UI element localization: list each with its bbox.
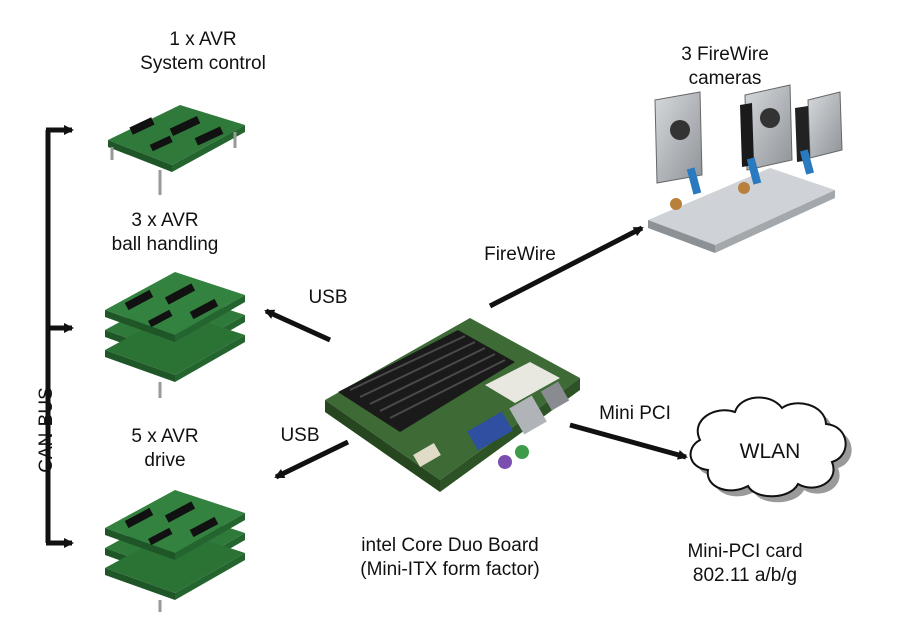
usb-upper-arrow <box>264 308 332 343</box>
board-name: intel Core Duo Board <box>361 535 539 556</box>
wlan-card-standard: 802.11 a/b/g <box>692 565 798 586</box>
firewire-cameras-rig <box>648 84 843 253</box>
firewire-label: FireWire <box>484 244 556 265</box>
wlan-card-name: Mini-PCI card <box>687 541 803 562</box>
usb-lower-arrow <box>274 439 350 480</box>
drive-count: 5 x AVR <box>131 426 199 447</box>
mini-pci-label: Mini PCI <box>599 403 671 424</box>
usb-upper-label: USB <box>308 287 348 308</box>
ball-handling-count: 3 x AVR <box>131 210 199 231</box>
board-form-factor: (Mini-ITX form factor) <box>360 559 540 580</box>
firewire-arrow <box>488 225 644 309</box>
mini-itx-mainboard <box>325 318 580 492</box>
system-control-role: System control <box>140 53 266 74</box>
avr-ball-handling-stack <box>105 272 245 398</box>
ball-handling-label: 3 x AVR ball handling <box>80 209 250 257</box>
wlan-card-label: Mini-PCI card 802.11 a/b/g <box>655 540 835 588</box>
drive-label: 5 x AVR drive <box>80 425 250 473</box>
usb-lower-label: USB <box>280 425 320 446</box>
avr-system-control-board <box>108 105 245 195</box>
can-bus-line <box>45 125 74 548</box>
drive-role: drive <box>144 450 186 471</box>
board-label: intel Core Duo Board (Mini-ITX form fact… <box>330 534 570 582</box>
avr-drive-stack <box>105 490 245 612</box>
system-control-label: 1 x AVR System control <box>118 28 288 76</box>
can-bus-label: CAN-BUS <box>36 387 57 473</box>
system-control-count: 1 x AVR <box>169 29 237 50</box>
cameras-count: 3 FireWire <box>681 44 769 65</box>
cameras-role: cameras <box>688 68 762 89</box>
cameras-label: 3 FireWire cameras <box>640 43 810 91</box>
wlan-cloud <box>689 396 847 498</box>
mini-pci-arrow <box>569 422 688 460</box>
wlan-cloud-label: WLAN <box>739 440 801 463</box>
ball-handling-role: ball handling <box>111 234 219 255</box>
